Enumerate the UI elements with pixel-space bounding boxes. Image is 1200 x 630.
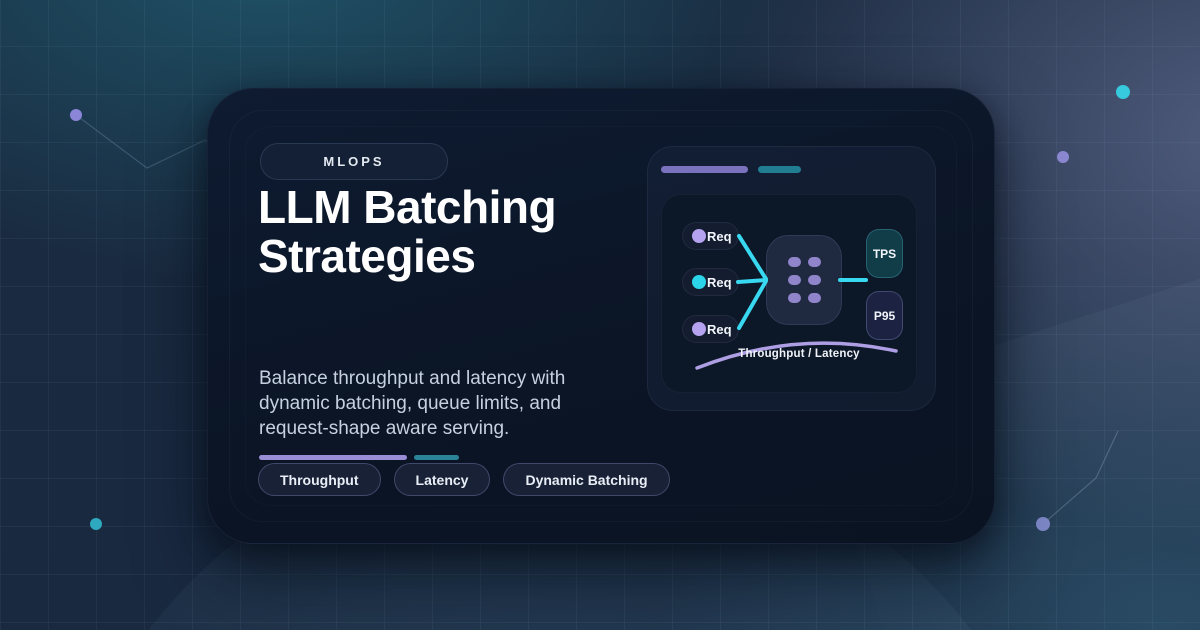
panel-bar-teal [758, 166, 801, 173]
metric-node-p95-label: P95 [873, 308, 896, 323]
metric-node-p95: P95 [866, 291, 903, 340]
title-line-2: Strategies [258, 230, 476, 282]
batch-slot-icon [787, 275, 801, 285]
sparkline-bottom-right [1042, 430, 1119, 525]
accent-bar-purple [259, 455, 407, 460]
metric-node-tps: TPS [866, 229, 903, 278]
tag-throughput[interactable]: Throughput [258, 463, 381, 496]
description-line-1: Balance throughput and latency with [259, 368, 566, 389]
accent-bar-teal [414, 455, 459, 460]
request-dot-icon [692, 229, 706, 243]
decor-dot-purple-right [1057, 151, 1069, 163]
request-node-1: Req [682, 222, 739, 250]
panel-accent-bars [661, 166, 801, 173]
accent-bars [259, 455, 459, 460]
tag-list: Throughput Latency Dynamic Batching [258, 463, 670, 496]
batch-slot-icon [787, 293, 801, 303]
tag-latency-label: Latency [415, 471, 469, 488]
decor-dot-purple-bottom-right [1036, 517, 1050, 531]
diagram-panel: Req Req Req [647, 146, 936, 411]
request-node-3: Req [682, 315, 739, 343]
request-dot-icon [692, 275, 706, 289]
batch-slot-icon [787, 257, 801, 267]
metric-node-tps-label: TPS [872, 246, 897, 261]
page-title: LLM Batching Strategies [258, 181, 557, 282]
category-badge-label: MLOPS [323, 154, 385, 169]
request-node-label: Req [707, 321, 732, 337]
description-line-3: request-shape aware serving. [259, 418, 510, 439]
description: Balance throughput and latency with dyna… [259, 366, 565, 441]
batcher-node [766, 235, 842, 325]
request-node-label: Req [707, 228, 732, 244]
decor-dot-teal-bottom-left [90, 518, 102, 530]
request-node-2: Req [682, 268, 739, 296]
request-dot-icon [692, 322, 706, 336]
batch-slot-icon [807, 257, 821, 267]
batch-slot-icon [807, 275, 821, 285]
flow-line-top [737, 234, 768, 281]
flow-line-bottom [737, 279, 768, 330]
title-line-1: LLM Batching [258, 181, 557, 233]
request-node-label: Req [707, 274, 732, 290]
category-badge: MLOPS [260, 143, 448, 180]
tag-dynamic-batching[interactable]: Dynamic Batching [503, 463, 670, 496]
decor-dot-purple-top-left [70, 109, 82, 121]
tag-dynamic-batching-label: Dynamic Batching [525, 471, 648, 488]
tag-throughput-label: Throughput [280, 471, 359, 488]
batching-diagram: Req Req Req [661, 194, 917, 393]
curve-label: Throughput / Latency [738, 348, 860, 360]
decor-dot-cyan-top-right [1116, 85, 1130, 99]
tag-latency[interactable]: Latency [393, 463, 491, 496]
batch-slot-icon [807, 293, 821, 303]
panel-bar-purple [661, 166, 748, 173]
description-line-2: dynamic batching, queue limits, and [259, 393, 562, 414]
main-card: MLOPS LLM Batching Strategies Balance th… [207, 88, 995, 544]
flow-line-middle [736, 278, 768, 284]
